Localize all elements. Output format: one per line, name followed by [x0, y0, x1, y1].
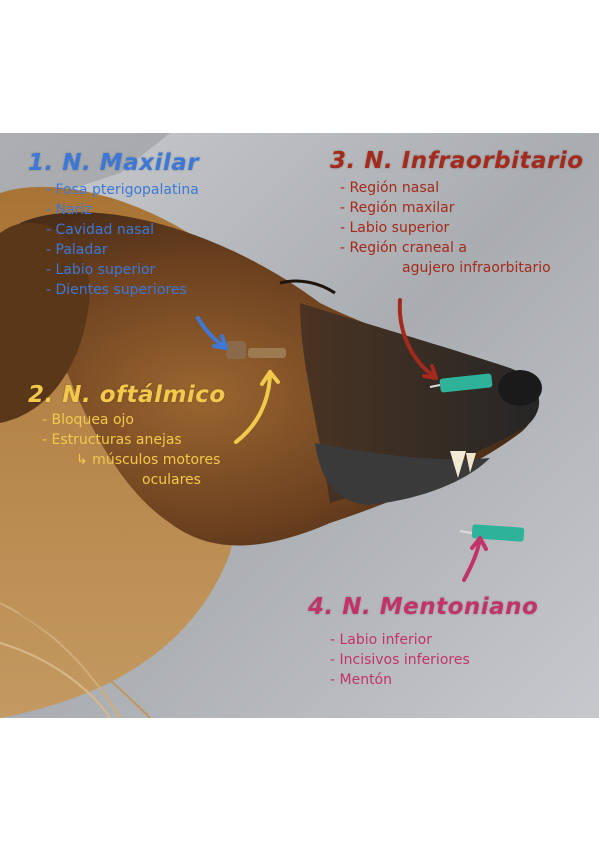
dog-ear [0, 222, 90, 423]
mental-nerve-list: - Labio inferior - Incisivos inferiores … [330, 630, 470, 690]
ophthalmic-nerve-list: - Bloquea ojo - Estructuras anejas ↳ mús… [42, 410, 220, 490]
maxilar-nerve-list: - Fosa pterigopalatina - Nariz - Cavidad… [46, 180, 199, 300]
upper-incisor [466, 453, 476, 473]
list-item: oculares [142, 472, 201, 488]
infraorbital-nerve-list: - Región nasal - Región maxilar - Labio … [340, 178, 551, 278]
dog-mouth [315, 443, 490, 505]
list-item: - Estructuras anejas [42, 432, 182, 448]
list-item: - Paladar [46, 242, 108, 258]
dog-nose [498, 370, 542, 406]
list-item: - Región nasal [340, 180, 440, 196]
list-item: - Mentón [330, 672, 392, 688]
list-item: - Cavidad nasal [46, 222, 155, 238]
needle-infraorbitary [429, 373, 493, 393]
list-item: - Región craneal a [340, 240, 467, 256]
list-item: - Labio superior [340, 220, 450, 236]
needle-ophthalmic [226, 341, 286, 359]
list-item: - Fosa pterigopalatina [46, 182, 199, 198]
list-item: - Nariz [46, 202, 92, 218]
list-item: agujero infraorbitario [402, 260, 551, 276]
mental-nerve-title: 4. N. Mentoniano [308, 594, 539, 620]
maxilar-nerve-title: 1. N. Maxilar [28, 150, 200, 176]
list-item: - Labio inferior [330, 632, 432, 648]
list-item: - Bloquea ojo [42, 412, 134, 428]
list-item: - Dientes superiores [46, 282, 187, 298]
list-item: - Incisivos inferiores [330, 652, 470, 668]
list-item: - Labio superior [46, 262, 156, 278]
ophthalmic-nerve-title: 2. N. oftálmico [28, 382, 226, 408]
upper-canine [450, 451, 466, 478]
dog-eye [279, 279, 336, 295]
list-item: ↳ músculos motores [76, 452, 221, 468]
list-item: - Región maxilar [340, 200, 455, 216]
infraorbital-nerve-title: 3. N. Infraorbitario [330, 148, 584, 174]
